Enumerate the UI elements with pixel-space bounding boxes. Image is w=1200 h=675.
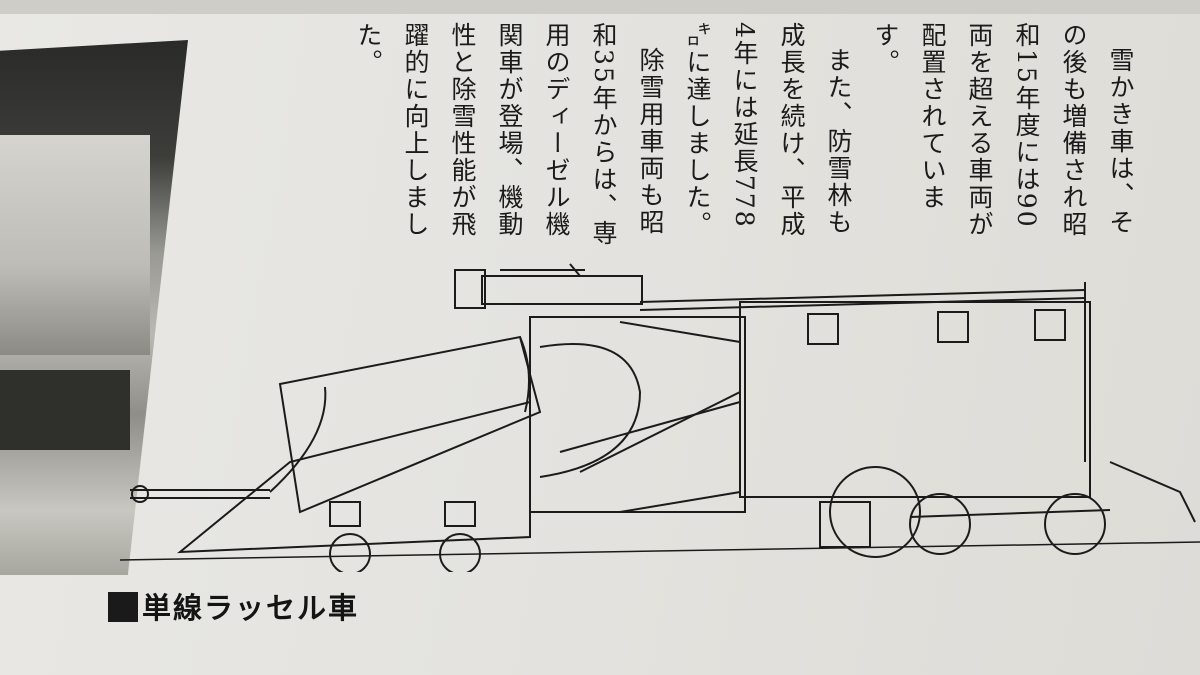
wheel (329, 533, 371, 572)
window (937, 311, 969, 343)
paragraph-1: 雪かき車は、その後も増備され昭和15年度には90両を超える車両が配置されています… (871, 22, 1135, 238)
wheel (439, 533, 481, 572)
snowplow-car-drawing (120, 263, 1200, 572)
vertical-body-text: 雪かき車は、その後も増備され昭和15年度には90両を超える車両が配置されています… (345, 22, 1144, 252)
paragraph-2: また、防雪林も成長を続け、平成4年には延長778㌔に達しました。 (683, 22, 853, 238)
rail-line (120, 541, 1200, 561)
locomotive-photo (0, 40, 188, 575)
photo-train-body (0, 135, 150, 355)
figure-caption: 単線ラッセル車 (108, 585, 359, 627)
car-body (739, 301, 1091, 498)
paragraph-3: 除雪用車両も昭和35年からは、専用のディーゼル機関車が登場、機動性と除雪性能が飛… (354, 22, 665, 247)
caption-text: 単線ラッセル車 (142, 591, 360, 625)
wheel (1044, 493, 1106, 555)
wheel (909, 493, 971, 555)
square-bullet-icon (108, 592, 138, 622)
page-edge (0, 0, 1200, 14)
window (807, 313, 839, 345)
photo-undercarriage (0, 370, 130, 450)
window (1034, 309, 1066, 341)
wheel (829, 466, 921, 558)
